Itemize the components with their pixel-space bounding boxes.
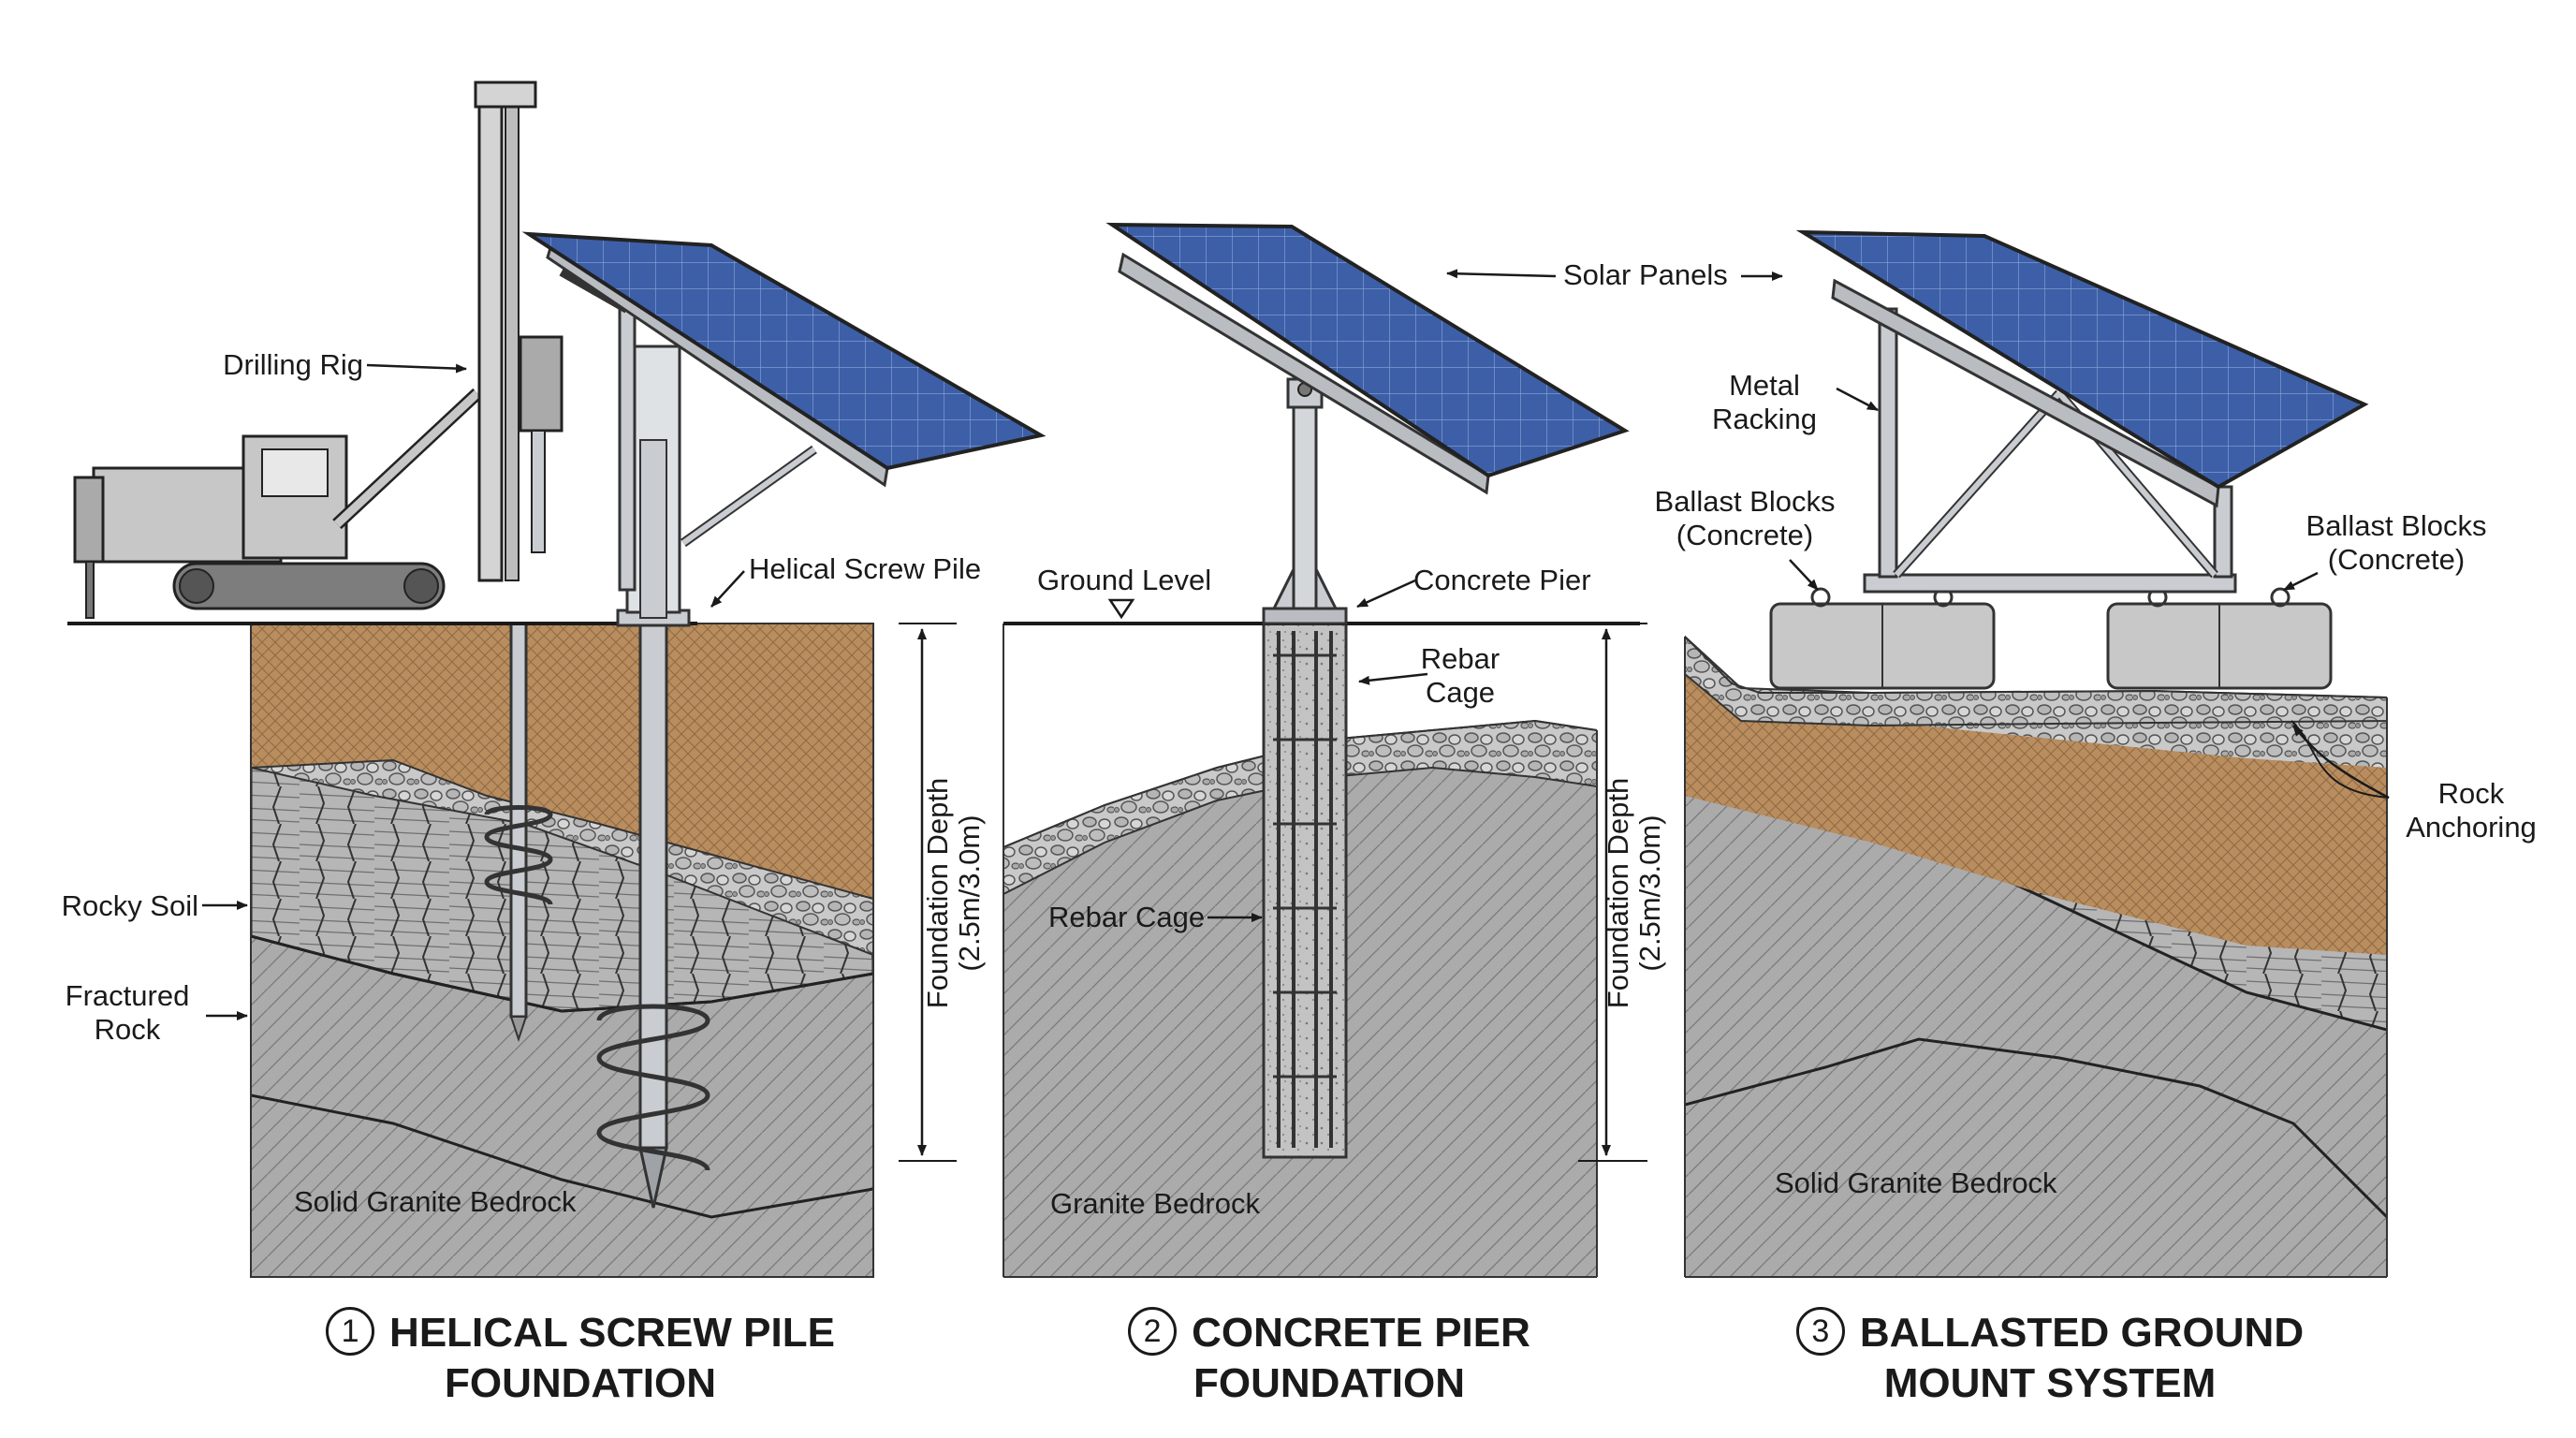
label-rebar-cage-top: Rebar Cage xyxy=(1412,642,1509,710)
label-rock-anchoring-line2: Anchoring xyxy=(2406,811,2537,844)
panel-1-helical-screw-pile xyxy=(67,81,1046,1278)
title-2-line2: FOUNDATION xyxy=(1193,1360,1466,1407)
label-metal-racking: Metal Racking xyxy=(1704,369,1825,436)
label-fractured-rock: Fractured Rock xyxy=(52,979,202,1047)
title-ballasted-ground-mount: 3 BALLASTED GROUND MOUNT SYSTEM xyxy=(1741,1307,2359,1408)
label-rocky-soil: Rocky Soil xyxy=(61,889,198,922)
label-solar-panels: Solar Panels xyxy=(1563,258,1728,291)
foundation-depth-1-line2: (2.5m/3.0m) xyxy=(953,814,986,972)
title-2-line1: CONCRETE PIER xyxy=(1192,1310,1530,1356)
title-helical-screw-pile: 1 HELICAL SCREW PILE FOUNDATION xyxy=(281,1307,880,1408)
foundation-depth-label-2: Foundation Depth (2.5m/3.0m) xyxy=(1602,753,1668,1034)
label-ballast-blocks-left: Ballast Blocks (Concrete) xyxy=(1642,485,1848,552)
soil-cross-section-2 xyxy=(1003,624,1597,1277)
label-helical-screw-pile: Helical Screw Pile xyxy=(749,552,982,585)
label-rock-anchoring-line1: Rock xyxy=(2437,777,2505,810)
panel-3-ballasted-ground-mount xyxy=(1684,229,2390,1278)
title-2-number: 2 xyxy=(1128,1307,1178,1357)
panel-2-concrete-pier xyxy=(1003,222,1783,1278)
solar-panel-2 xyxy=(1105,222,1630,495)
solar-panel-1 xyxy=(521,231,1046,488)
label-fractured-rock-line2: Rock xyxy=(94,1013,161,1046)
label-solid-granite-bedrock-3: Solid Granite Bedrock xyxy=(1775,1167,2057,1199)
label-drilling-rig: Drilling Rig xyxy=(223,348,363,381)
label-rebar-cage-top-line1: Rebar xyxy=(1420,642,1500,675)
title-3-line2: MOUNT SYSTEM xyxy=(1883,1360,2217,1407)
title-1-number: 1 xyxy=(326,1307,375,1357)
soil-cross-section-3 xyxy=(1685,624,2387,1277)
ballast-blocks-right xyxy=(2106,587,2333,690)
label-solid-granite-bedrock-1: Solid Granite Bedrock xyxy=(294,1185,577,1218)
foundation-depth-1-line1: Foundation Depth xyxy=(921,777,954,1009)
label-rebar-cage-top-line2: Cage xyxy=(1425,676,1496,709)
label-ground-level: Ground Level xyxy=(1037,564,1212,596)
drilling-rig xyxy=(73,81,564,619)
label-metal-racking-line2: Racking xyxy=(1712,403,1817,435)
foundation-depth-2-line1: Foundation Depth xyxy=(1602,777,1634,1009)
soil-cross-section-1 xyxy=(251,624,873,1277)
label-fractured-rock-line1: Fractured xyxy=(65,979,190,1012)
title-1-line2: FOUNDATION xyxy=(444,1360,717,1407)
label-ballast-left-line2: (Concrete) xyxy=(1676,519,1814,551)
label-ballast-left-line1: Ballast Blocks xyxy=(1654,485,1836,518)
foundation-depth-2-line2: (2.5m/3.0m) xyxy=(1633,814,1666,972)
foundation-depth-label-1: Foundation Depth (2.5m/3.0m) xyxy=(921,753,988,1034)
label-metal-racking-line1: Metal xyxy=(1729,369,1800,402)
title-3-number: 3 xyxy=(1795,1307,1845,1357)
label-ballast-right-line1: Ballast Blocks xyxy=(2305,509,2487,542)
label-ballast-blocks-right: Ballast Blocks (Concrete) xyxy=(2293,509,2499,577)
label-ballast-right-line2: (Concrete) xyxy=(2327,543,2466,576)
solar-panel-3 xyxy=(1795,229,2369,508)
label-granite-bedrock: Granite Bedrock xyxy=(1050,1187,1260,1220)
label-rebar-cage-side: Rebar Cage xyxy=(1048,901,1206,933)
ballast-blocks-left xyxy=(1769,587,1996,690)
title-3-line1: BALLASTED GROUND xyxy=(1859,1310,2305,1356)
title-concrete-pier: 2 CONCRETE PIER FOUNDATION xyxy=(1030,1307,1629,1408)
title-1-line1: HELICAL SCREW PILE xyxy=(389,1310,835,1356)
label-rock-anchoring: Rock Anchoring xyxy=(2389,777,2554,844)
label-concrete-pier: Concrete Pier xyxy=(1413,564,1591,596)
